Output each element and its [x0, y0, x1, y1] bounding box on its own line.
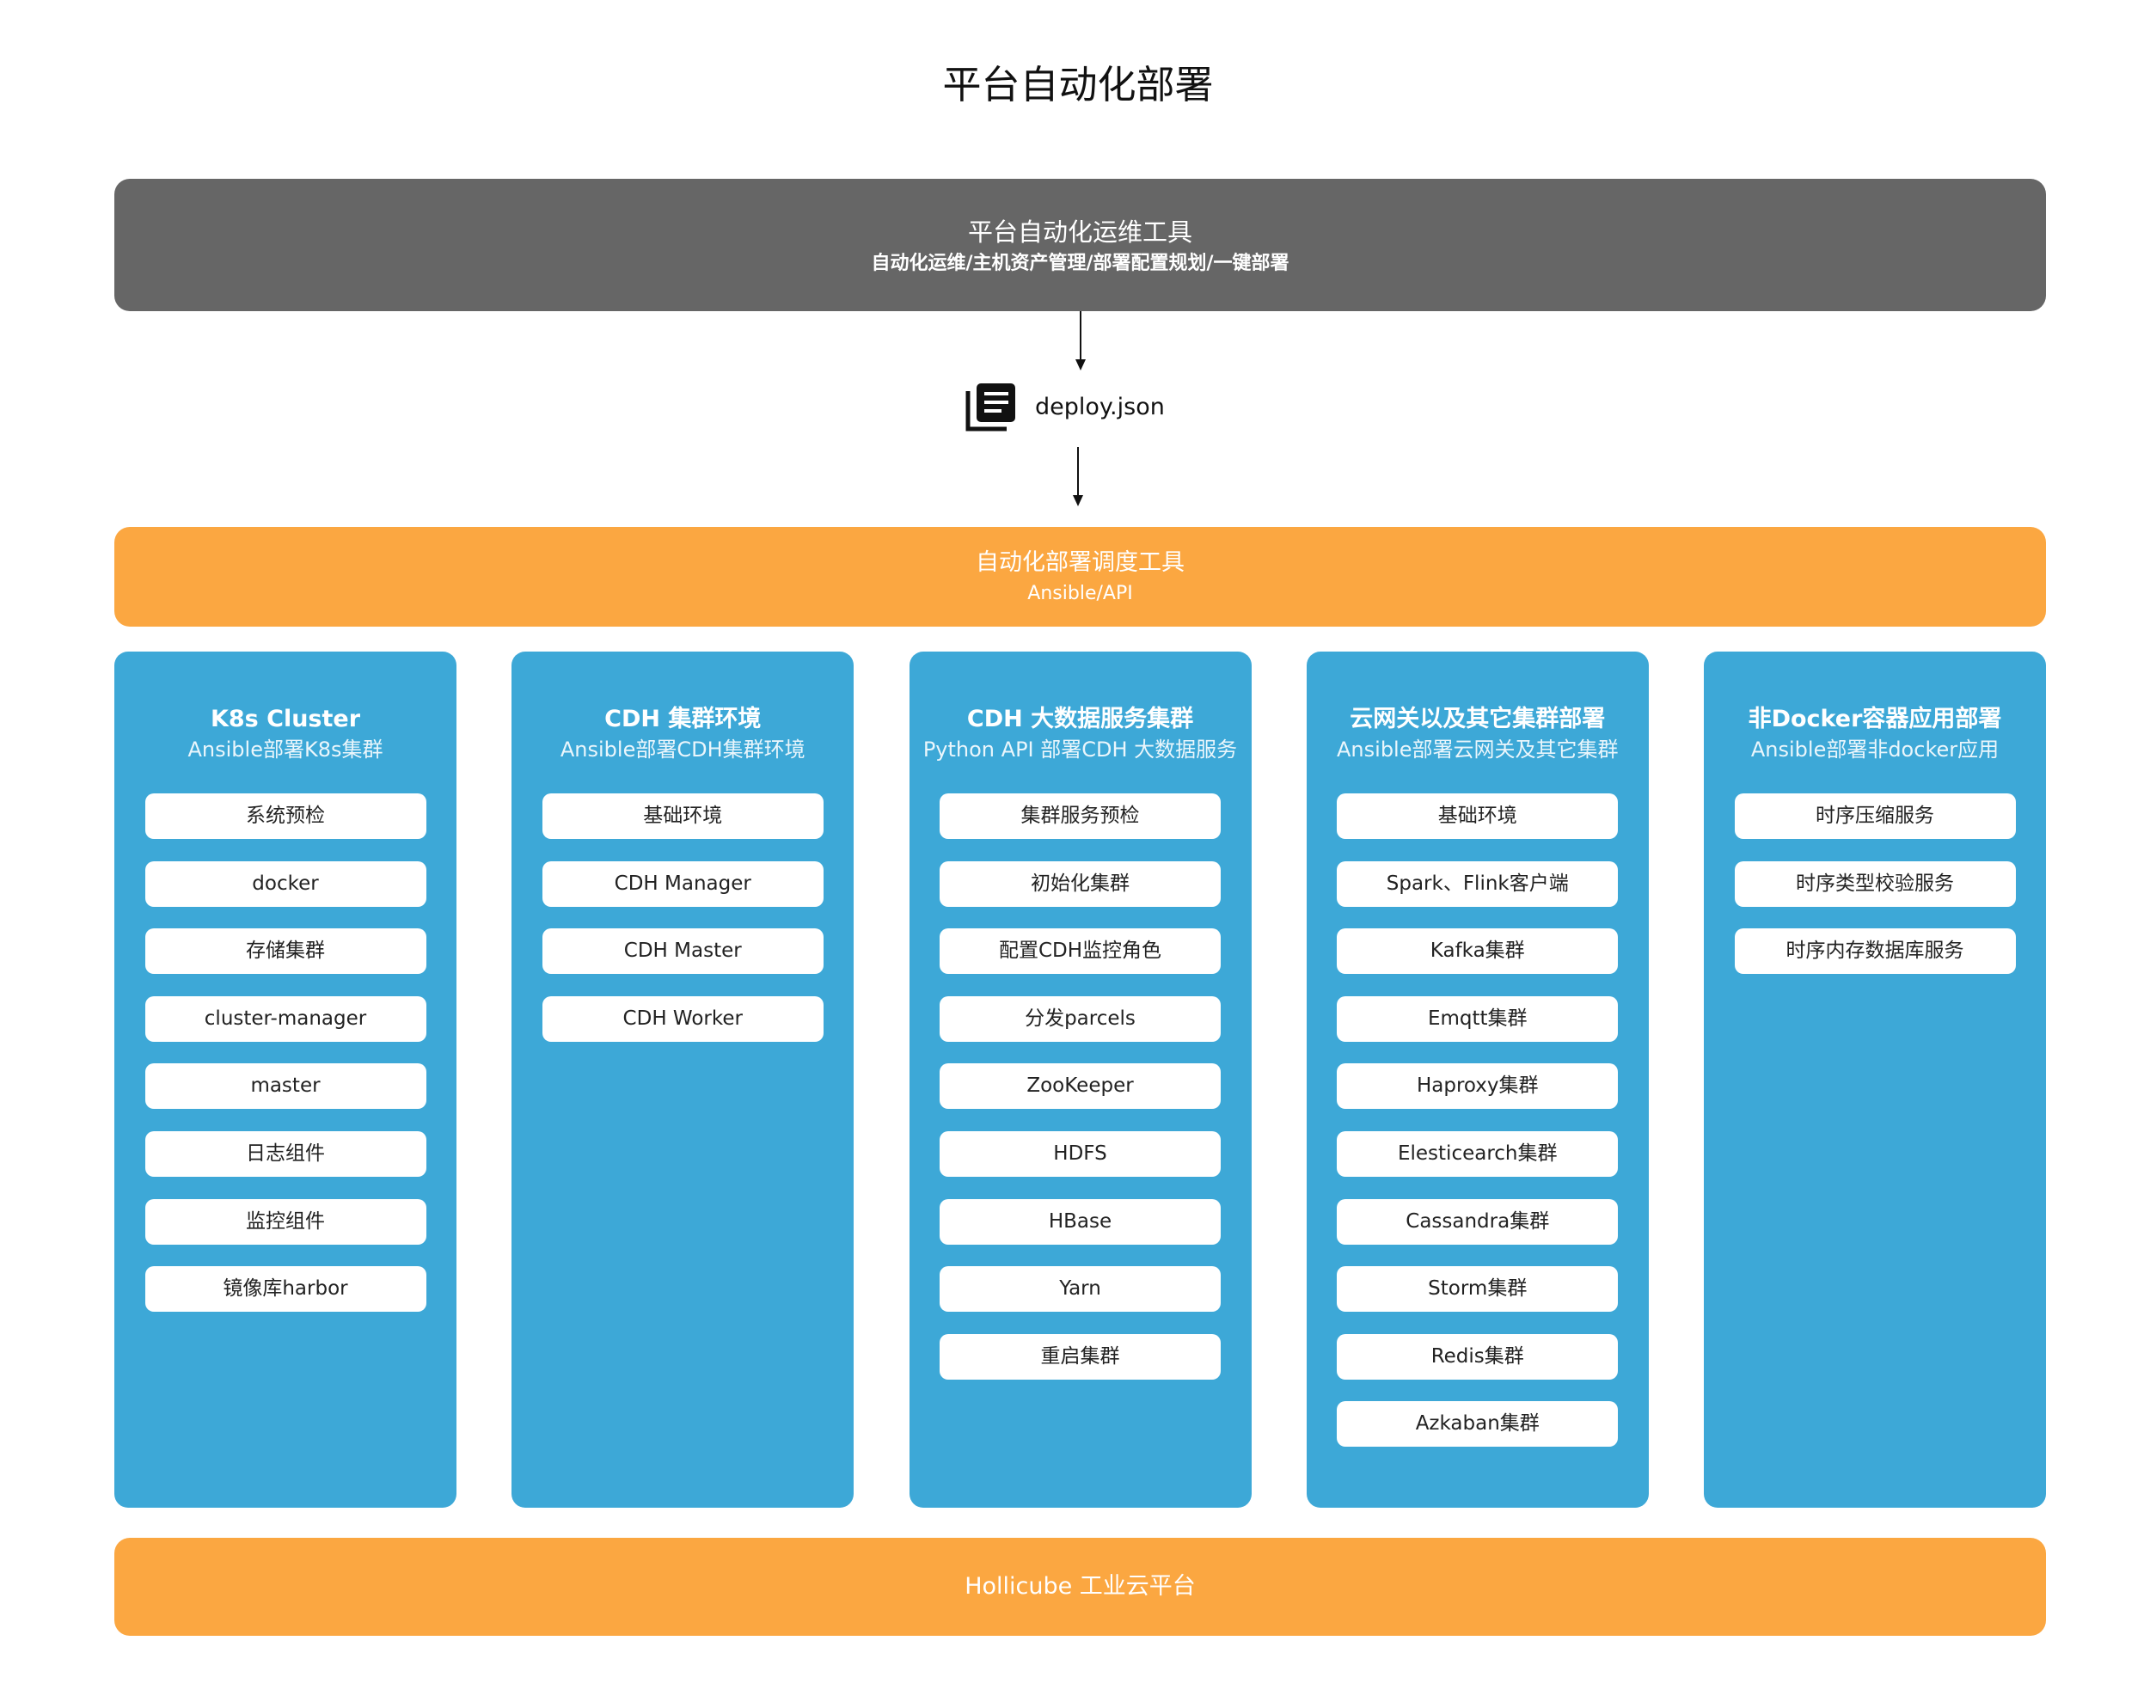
column-title: 非Docker容器应用部署	[1748, 706, 2002, 732]
deploy-task-item: CDH Manager	[542, 860, 824, 907]
column-subtitle: Ansible部署K8s集群	[187, 738, 383, 762]
deploy-task-item: 时序类型校验服务	[1734, 860, 2016, 907]
deploy-task-item: 日志组件	[144, 1130, 426, 1177]
arrow-down-icon	[1073, 447, 1083, 506]
column-title: CDH 大数据服务集群	[966, 706, 1194, 732]
deploy-task-item: 基础环境	[542, 793, 824, 839]
column-subtitle: Ansible部署非docker应用	[1750, 738, 2000, 762]
deploy-column: 云网关以及其它集群部署 Ansible部署云网关及其它集群基础环境 Spark、Fl…	[1306, 652, 1649, 1508]
deploy-task-item: 镜像库harbor	[144, 1266, 426, 1313]
column-title: K8s Cluster	[210, 706, 361, 732]
deploy-task-item: Yarn	[940, 1266, 1221, 1313]
column-item-list: 时序压缩服务时序类型校验服务时序内存数据库服务	[1704, 793, 2046, 975]
deploy-task-item: 时序内存数据库服务	[1734, 928, 2016, 975]
deploy-task-item: docker	[144, 860, 426, 907]
deploy-column: 非Docker容器应用部署 Ansible部署非docker应用时序压缩服务时序类…	[1704, 652, 2046, 1508]
deploy-task-item: HBase	[940, 1198, 1221, 1245]
ops-tool-block: 平台自动化运维工具 自动化运维/主机资产管理/部署配置规划/一键部署	[114, 179, 2046, 311]
page-title: 平台自动化部署	[942, 62, 1214, 107]
deploy-task-item: master	[144, 1063, 426, 1110]
ops-tool-title: 平台自动化运维工具	[967, 217, 1192, 247]
deploy-task-item: ZooKeeper	[940, 1063, 1221, 1110]
scheduler-block: 自动化部署调度工具 Ansible/API	[114, 527, 2046, 627]
scheduler-title: 自动化部署调度工具	[976, 549, 1185, 576]
platform-block: Hollicube 工业云平台	[114, 1538, 2046, 1636]
deploy-task-item: 监控组件	[144, 1198, 426, 1245]
deploy-task-item: 系统预检	[144, 793, 426, 839]
deploy-task-item: CDH Worker	[542, 995, 824, 1042]
deploy-column: CDH 大数据服务集群 Python API 部署CDH 大数据服务集群服务预检初…	[909, 652, 1252, 1508]
deploy-task-item: Haproxy集群	[1337, 1063, 1619, 1110]
config-file-label: deploy.json	[1035, 394, 1165, 420]
column-title: 云网关以及其它集群部署	[1350, 706, 1606, 732]
deploy-task-item: Redis集群	[1337, 1333, 1619, 1380]
deploy-task-item: CDH Master	[542, 928, 824, 975]
column-item-list: 基础环境 Spark、Flink客户端 Kafka集群 Emqtt集群 Haproxy集…	[1307, 793, 1649, 1448]
deploy-task-item: 分发parcels	[940, 995, 1221, 1042]
deploy-task-item: 时序压缩服务	[1734, 793, 2016, 839]
deploy-task-item: Elesticearch集群	[1337, 1130, 1619, 1177]
document-list-icon	[964, 383, 1017, 432]
deploy-task-item: Spark、Flink客户端	[1337, 860, 1619, 907]
deploy-task-item: Azkaban集群	[1337, 1401, 1619, 1448]
ops-tool-subtitle: 自动化运维/主机资产管理/部署配置规划/一键部署	[871, 253, 1289, 274]
deploy-task-item: cluster-manager	[144, 995, 426, 1042]
arrow-down-icon	[1075, 311, 1086, 370]
deploy-task-item: 存储集群	[144, 928, 426, 975]
platform-title: Hollicube 工业云平台	[965, 1573, 1196, 1600]
deploy-task-item: 初始化集群	[940, 860, 1221, 907]
column-subtitle: Ansible部署云网关及其它集群	[1337, 738, 1619, 762]
column-item-list: 系统预检 docker 存储集群 cluster-manager master 日志组件监…	[114, 793, 456, 1313]
column-title: CDH 集群环境	[604, 706, 762, 732]
deploy-task-item: 集群服务预检	[940, 793, 1221, 839]
column-subtitle: Ansible部署CDH集群环境	[560, 738, 805, 762]
deploy-task-item: Storm集群	[1337, 1266, 1619, 1313]
deploy-task-item: 配置CDH监控角色	[940, 928, 1221, 975]
deploy-task-item: Cassandra集群	[1337, 1198, 1619, 1245]
deploy-task-item: 基础环境	[1337, 793, 1619, 839]
column-subtitle: Python API 部署CDH 大数据服务	[922, 738, 1238, 762]
deploy-task-item: Kafka集群	[1337, 928, 1619, 975]
deploy-task-item: HDFS	[940, 1130, 1221, 1177]
deploy-task-item: 重启集群	[940, 1333, 1221, 1380]
deploy-task-item: Emqtt集群	[1337, 995, 1619, 1042]
scheduler-subtitle: Ansible/API	[1027, 583, 1133, 604]
